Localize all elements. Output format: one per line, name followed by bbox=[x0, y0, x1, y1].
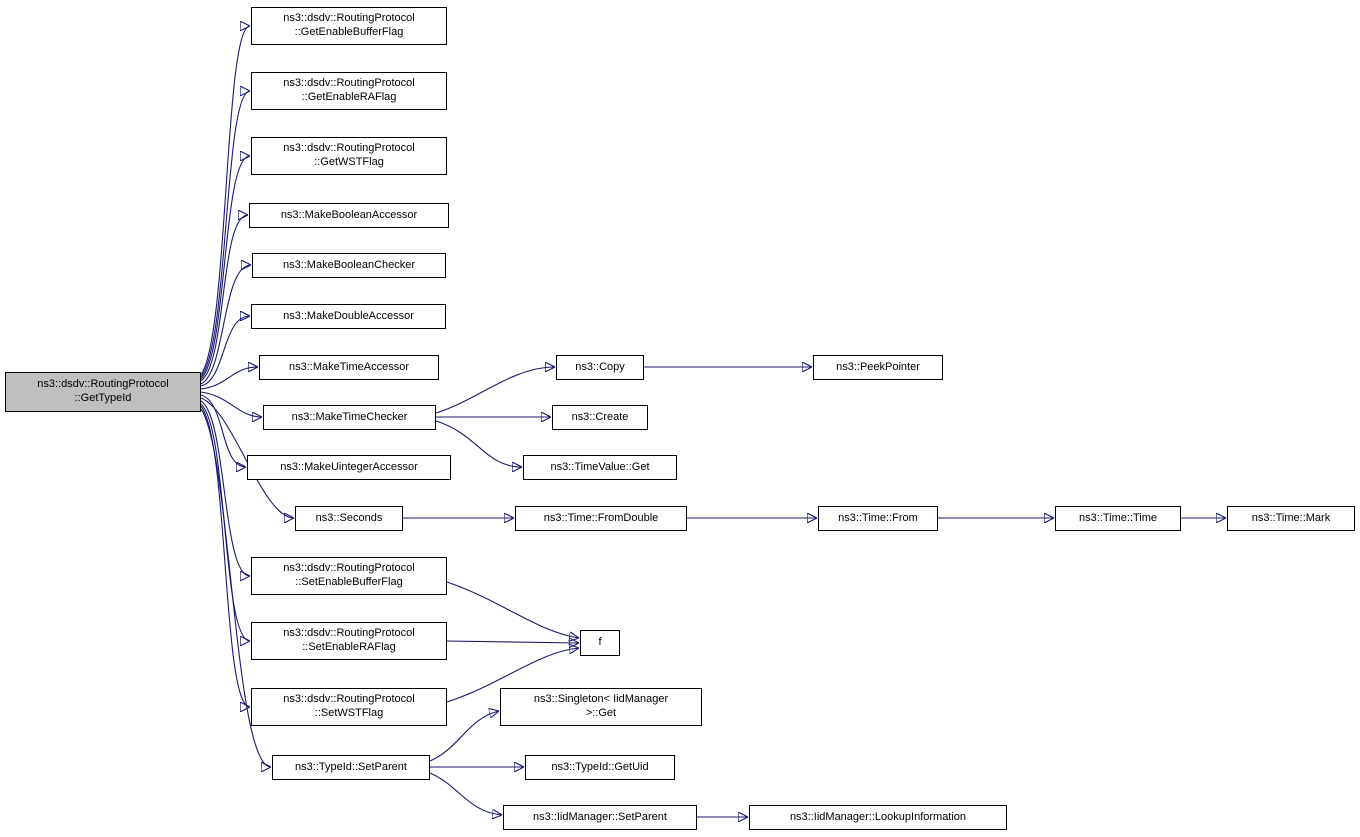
node-setenableraflag[interactable]: ns3::dsdv::RoutingProtocol ::SetEnableRA… bbox=[251, 622, 447, 660]
node-typeidgetuid[interactable]: ns3::TypeId::GetUid bbox=[525, 755, 675, 780]
node-timetime[interactable]: ns3::Time::Time bbox=[1055, 506, 1181, 531]
edge-main-maketimeaccessor bbox=[200, 367, 258, 390]
node-makebooleanchecker[interactable]: ns3::MakeBooleanChecker bbox=[252, 253, 446, 278]
node-timefrom[interactable]: ns3::Time::From bbox=[818, 506, 938, 531]
edge-main-makeuintegeraccessor bbox=[200, 394, 247, 467]
edge-main-makebooleanaccessor bbox=[200, 215, 249, 382]
edge-main-setwstflag bbox=[200, 405, 251, 707]
edge-main-getenableraflag bbox=[200, 91, 251, 378]
node-singletonget[interactable]: ns3::Singleton< IidManager >::Get bbox=[500, 688, 702, 726]
edge-main-getwstflag bbox=[200, 156, 251, 380]
node-gettypeid: ns3::dsdv::RoutingProtocol ::GetTypeId bbox=[5, 372, 201, 412]
edge-setenableraflag-f bbox=[446, 641, 579, 643]
edge-main-setenablebufferflag bbox=[200, 400, 251, 576]
node-peekpointer[interactable]: ns3::PeekPointer bbox=[813, 355, 943, 380]
node-getenablebufferflag[interactable]: ns3::dsdv::RoutingProtocol ::GetEnableBu… bbox=[251, 7, 447, 45]
edge-main-setenableraflag bbox=[200, 403, 251, 641]
node-makedoubleaccessor[interactable]: ns3::MakeDoubleAccessor bbox=[251, 304, 446, 329]
edge-main-makebooleanchecker bbox=[200, 265, 252, 385]
node-f[interactable]: f bbox=[580, 630, 620, 656]
node-timevalueget[interactable]: ns3::TimeValue::Get bbox=[523, 455, 677, 480]
edge-setenablebufferflag-f bbox=[446, 581, 579, 638]
node-makeuintegeraccessor[interactable]: ns3::MakeUintegerAccessor bbox=[247, 455, 451, 480]
node-lookupinformation[interactable]: ns3::IidManager::LookupInformation bbox=[749, 805, 1007, 830]
node-makebooleanaccessor[interactable]: ns3::MakeBooleanAccessor bbox=[249, 203, 449, 228]
node-getwstflag[interactable]: ns3::dsdv::RoutingProtocol ::GetWSTFlag bbox=[251, 137, 447, 175]
node-timefromdouble[interactable]: ns3::Time::FromDouble bbox=[515, 506, 687, 531]
edge-maketimechecker-copy bbox=[435, 367, 555, 414]
edge-main-maketimechecker bbox=[200, 391, 262, 417]
node-iidmanagersetparent[interactable]: ns3::IidManager::SetParent bbox=[503, 805, 697, 830]
node-timemark[interactable]: ns3::Time::Mark bbox=[1227, 506, 1355, 531]
node-copy[interactable]: ns3::Copy bbox=[556, 355, 644, 380]
node-setenablebufferflag[interactable]: ns3::dsdv::RoutingProtocol ::SetEnableBu… bbox=[251, 557, 447, 595]
node-maketimeaccessor[interactable]: ns3::MakeTimeAccessor bbox=[259, 355, 439, 380]
node-maketimechecker[interactable]: ns3::MakeTimeChecker bbox=[263, 405, 436, 430]
edge-typeidsetparent-iidsetparent bbox=[429, 772, 502, 815]
node-getenableraflag[interactable]: ns3::dsdv::RoutingProtocol ::GetEnableRA… bbox=[251, 72, 447, 110]
node-typeidsetparent[interactable]: ns3::TypeId::SetParent bbox=[272, 755, 430, 780]
node-create[interactable]: ns3::Create bbox=[552, 405, 648, 430]
node-seconds[interactable]: ns3::Seconds bbox=[295, 506, 403, 531]
edge-main-getenablebufferflag bbox=[200, 26, 251, 376]
edge-main-makedoubleaccessor bbox=[200, 316, 251, 387]
node-setwstflag[interactable]: ns3::dsdv::RoutingProtocol ::SetWSTFlag bbox=[251, 688, 447, 726]
